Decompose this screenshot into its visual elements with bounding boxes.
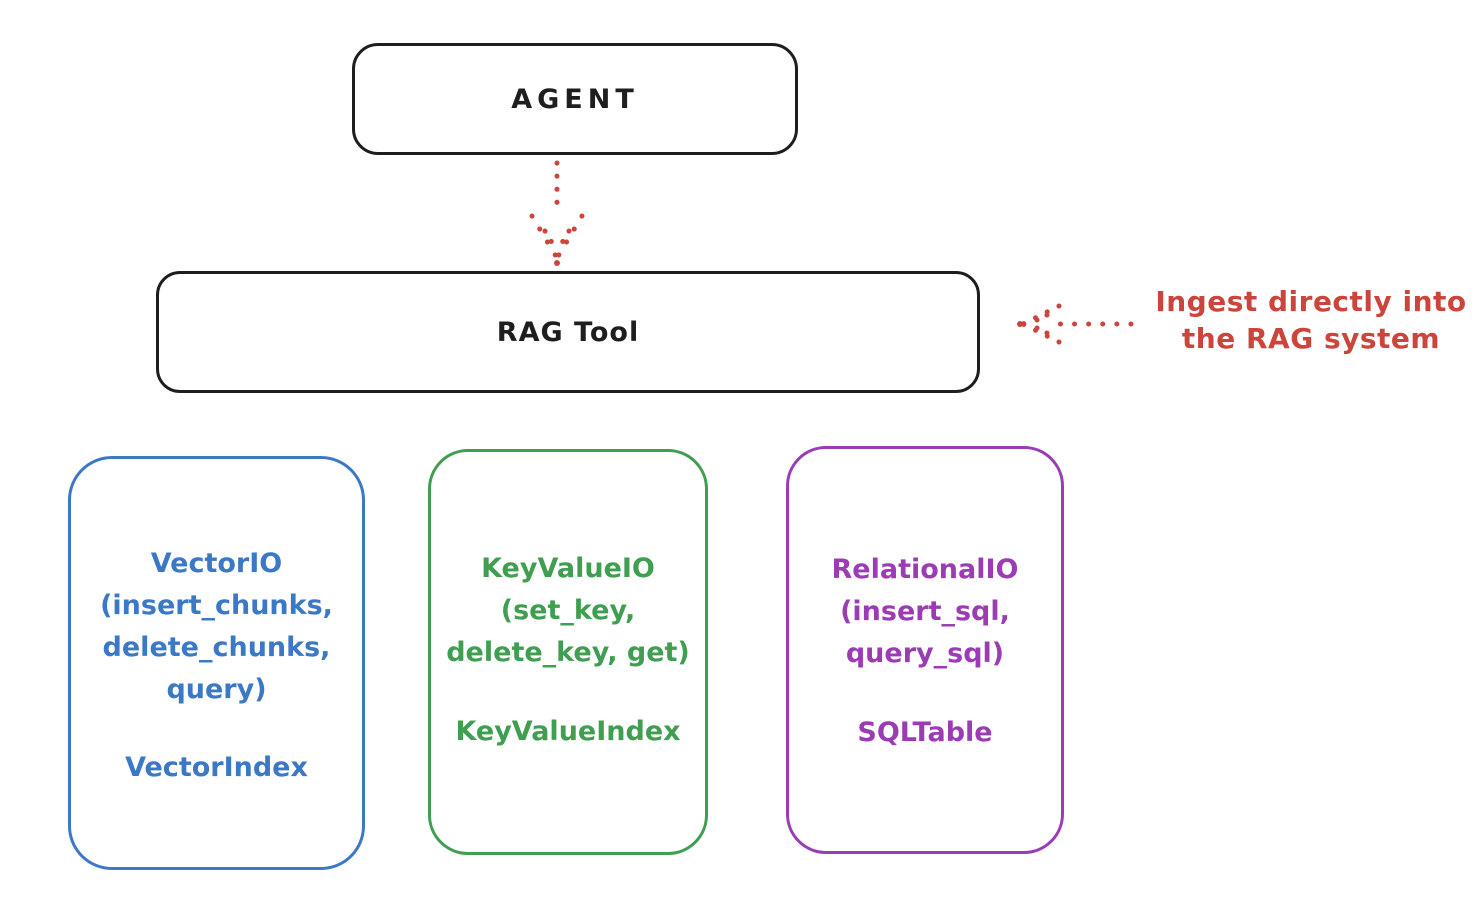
sql-table-label: SQLTable (857, 716, 993, 748)
agent-node[interactable]: AGENT (352, 43, 798, 155)
vector-io-node[interactable]: VectorIO (insert_chunks, delete_chunks, … (68, 456, 365, 870)
arrowhead-right-wing (554, 213, 585, 261)
vector-index-label: VectorIndex (125, 752, 308, 784)
keyvalue-index-label: KeyValueIndex (455, 715, 681, 747)
arrowhead-upper-wing (1020, 303, 1062, 327)
relational-io-label: RelationalIO (insert_sql, query_sql) (831, 554, 1019, 669)
arrowhead-inner-left (542, 228, 560, 254)
arrowhead-inner-upper (1026, 312, 1050, 327)
keyvalue-io-label: KeyValueIO (set_key, delete_key, get) (446, 553, 690, 668)
ingest-arrow[interactable] (1013, 297, 1137, 349)
relational-io-node[interactable]: RelationalIO (insert_sql, query_sql) SQL… (786, 446, 1064, 854)
arrowhead-left-wing (529, 213, 560, 261)
arrow-tip-dot (1017, 321, 1023, 327)
ingest-annotation: Ingest directly into the RAG system (1155, 285, 1467, 355)
arrowhead-inner-right (554, 228, 572, 254)
vector-io-label: VectorIO (insert_chunks, delete_chunks, … (100, 548, 333, 705)
arrowhead-lower-wing (1020, 321, 1062, 345)
agent-label: AGENT (511, 83, 639, 115)
arrowhead-inner-lower (1026, 321, 1050, 336)
rag-tool-node[interactable]: RAG Tool (156, 271, 980, 393)
agent-to-rag-tool-arrow[interactable] (517, 159, 597, 269)
arrow-tip-dot (554, 260, 560, 266)
keyvalue-io-node[interactable]: KeyValueIO (set_key, delete_key, get) Ke… (428, 449, 708, 855)
rag-tool-label: RAG Tool (496, 316, 640, 348)
